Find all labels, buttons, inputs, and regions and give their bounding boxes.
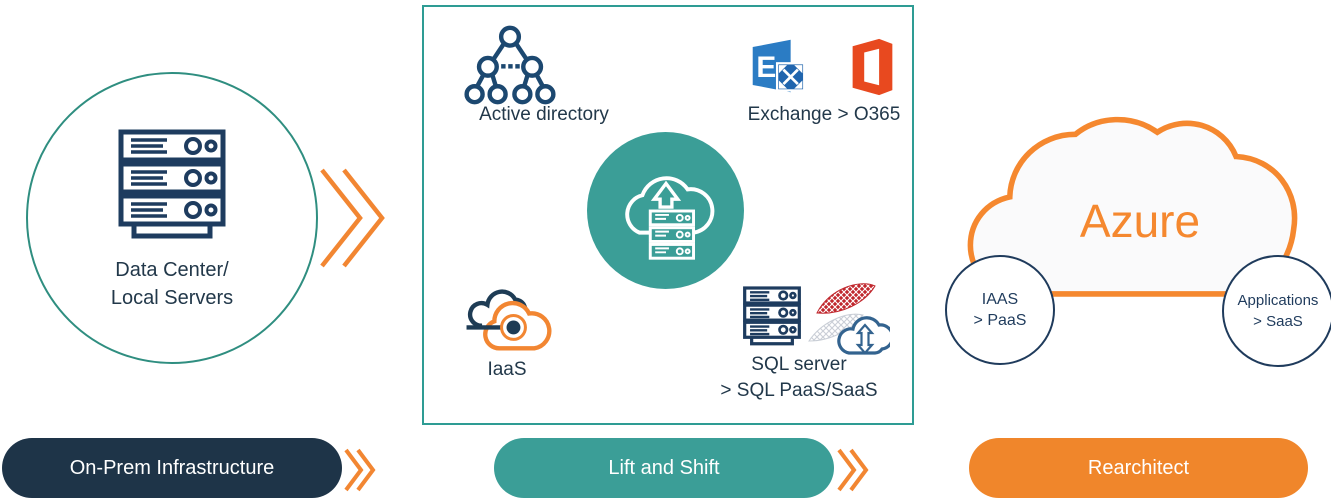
iaas-bubble-line2: > PaaS xyxy=(973,312,1027,329)
sql-label: SQL server > SQL PaaS/SaaS xyxy=(699,352,899,404)
iaas-clouds-icon xyxy=(458,277,562,357)
double-chevron-icon xyxy=(836,447,872,493)
sql-label-line2: > SQL PaaS/SaaS xyxy=(720,380,878,401)
server-stack-icon xyxy=(116,128,228,248)
stage-onprem-pill: On-Prem Infrastructure xyxy=(2,438,342,498)
lift-shift-box: Active directory E xyxy=(422,5,914,425)
stage-liftshift-pill: Lift and Shift xyxy=(494,438,834,498)
double-chevron-icon xyxy=(318,166,398,270)
cloud-upload-server-icon xyxy=(607,153,725,269)
apps-bubble-line1: Applications xyxy=(1237,292,1319,309)
cloud-migration-circle xyxy=(587,132,744,289)
stage-onprem-label: On-Prem Infrastructure xyxy=(69,456,275,479)
office-365-icon xyxy=(846,37,894,97)
sql-label-line1: SQL server xyxy=(751,354,847,375)
svg-text:E: E xyxy=(756,51,776,84)
datacenter-label: Data Center/ Local Servers xyxy=(42,256,302,312)
apps-bubble-line2: > SaaS xyxy=(1253,313,1303,330)
datacenter-label-line2: Local Servers xyxy=(110,287,234,309)
double-chevron-icon xyxy=(343,447,379,493)
stage-liftshift-label: Lift and Shift xyxy=(608,456,720,479)
iaas-label: IaaS xyxy=(487,359,527,380)
active-directory-icon xyxy=(464,25,556,105)
datacenter-label-line1: Data Center/ xyxy=(115,259,229,281)
exchange-icon: E xyxy=(750,35,806,97)
sql-server-logo-icon xyxy=(804,277,890,363)
azure-title: Azure xyxy=(1079,195,1201,247)
iaas-bubble-line1: IAAS xyxy=(981,291,1019,308)
active-directory-label: Active directory xyxy=(479,104,609,125)
applications-saas-bubble: Applications > SaaS xyxy=(1222,255,1331,367)
iaas-paas-bubble: IAAS > PaaS xyxy=(945,255,1055,365)
exchange-label: Exchange > O365 xyxy=(747,104,901,125)
server-stack-icon xyxy=(742,285,802,351)
datacenter-circle: Data Center/ Local Servers xyxy=(26,72,318,364)
stage-rearchitect-pill: Rearchitect xyxy=(969,438,1308,498)
stage-rearchitect-label: Rearchitect xyxy=(1087,456,1190,479)
azure-cloud-shape xyxy=(950,104,1310,302)
